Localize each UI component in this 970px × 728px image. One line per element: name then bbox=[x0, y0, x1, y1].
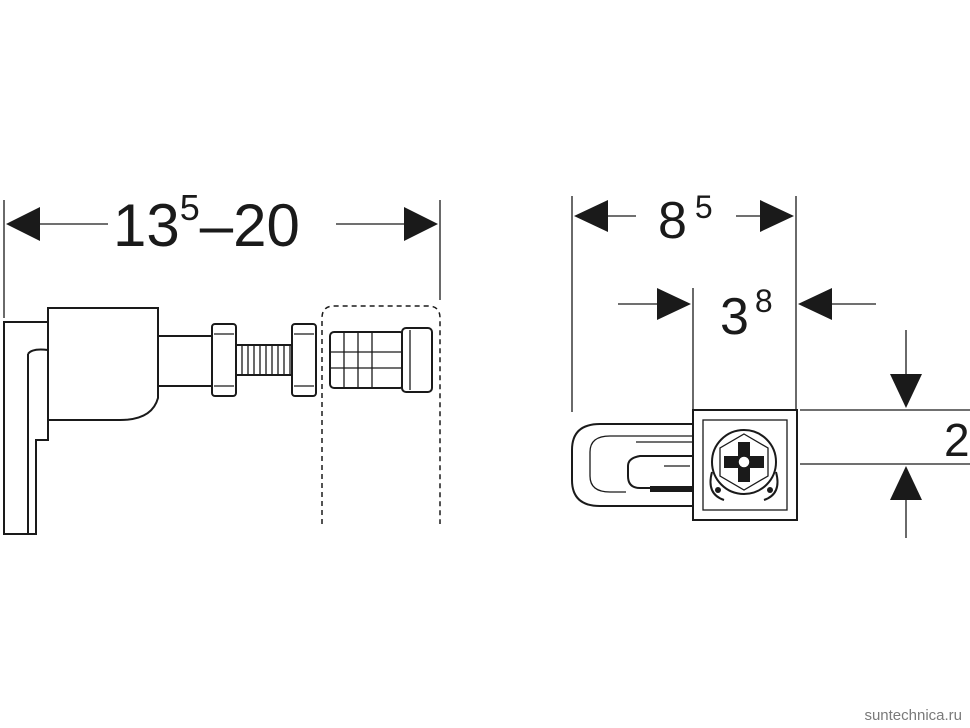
nut-right bbox=[291, 323, 317, 397]
arrow-left-icon bbox=[6, 207, 40, 241]
nut-left bbox=[211, 323, 237, 397]
arrow-up-icon bbox=[890, 466, 922, 500]
dimension-line-height bbox=[890, 330, 922, 538]
mounting-bracket bbox=[3, 307, 159, 535]
arrow-right-icon bbox=[657, 288, 691, 320]
arrow-right-icon bbox=[760, 200, 794, 232]
dimension-label-height: 2 bbox=[944, 414, 970, 466]
arrow-right-icon bbox=[404, 207, 438, 241]
left-view: 135–20 bbox=[3, 187, 441, 535]
threaded-rod bbox=[235, 344, 295, 376]
dimension-line-8-5 bbox=[574, 200, 794, 232]
dimension-line-3-8 bbox=[618, 288, 876, 320]
arrow-left-icon bbox=[798, 288, 832, 320]
dimension-line-13-20 bbox=[6, 207, 438, 241]
watermark: suntechnica.ru bbox=[864, 707, 962, 724]
dimension-label-13-20: 135–20 bbox=[113, 187, 300, 259]
arrow-left-icon bbox=[574, 200, 608, 232]
threaded-fitting bbox=[329, 327, 433, 393]
extension-range-outline bbox=[321, 305, 441, 524]
clamp-bracket bbox=[571, 423, 701, 507]
brand-marking bbox=[650, 486, 694, 492]
mounting-plate bbox=[692, 409, 798, 521]
connector-pipe bbox=[157, 335, 215, 387]
arrow-down-icon bbox=[890, 374, 922, 408]
